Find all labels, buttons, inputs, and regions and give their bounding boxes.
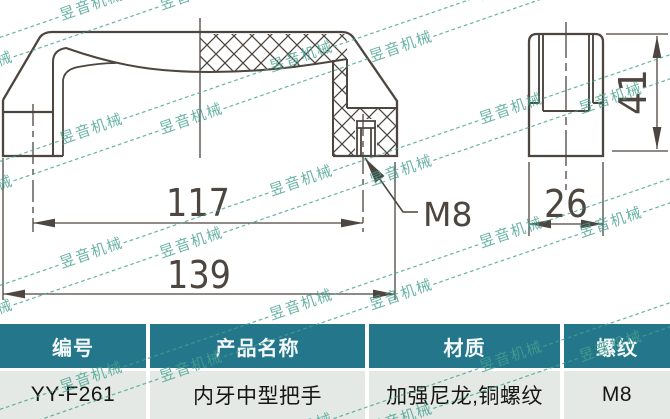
dim-26: 26 bbox=[528, 162, 604, 236]
dim-41-label: 41 bbox=[611, 69, 655, 115]
header-number: 编号 bbox=[0, 324, 146, 368]
cell-number: YY-F261 bbox=[0, 371, 146, 419]
dim-139-label: 139 bbox=[167, 253, 231, 297]
outer-contour bbox=[2, 30, 399, 158]
side-outer-contour bbox=[527, 32, 605, 158]
cell-product-name: 内牙中型把手 bbox=[150, 371, 365, 419]
dim-139: 139 bbox=[3, 253, 395, 299]
header-product-name: 产品名称 bbox=[150, 324, 365, 368]
product-spec-table: 编号 产品名称 材质 螺纹 YY-F261 内牙中型把手 加强尼龙,铜螺纹 M8 bbox=[0, 324, 670, 419]
handle-technical-drawing: 117 139 M8 bbox=[1, 18, 668, 300]
header-thread: 螺纹 bbox=[564, 324, 670, 368]
header-material: 材质 bbox=[369, 324, 560, 368]
thread-callout-label: M8 bbox=[423, 195, 472, 234]
side-view: 41 26 bbox=[527, 22, 668, 236]
right-leg-edges bbox=[332, 59, 397, 156]
insert-window bbox=[355, 119, 377, 156]
dim-41: 41 bbox=[606, 33, 668, 152]
section-hatch bbox=[200, 34, 397, 155]
dim-26-label: 26 bbox=[544, 182, 588, 226]
dim-117-label: 117 bbox=[166, 181, 230, 225]
leader-arrow bbox=[365, 158, 385, 183]
thread-callout: M8 bbox=[364, 157, 472, 234]
side-inner-lines bbox=[529, 34, 603, 112]
grip-underside-curve bbox=[52, 46, 348, 156]
left-foot bbox=[1, 100, 63, 158]
front-view: 117 139 M8 bbox=[1, 18, 472, 300]
threaded-insert bbox=[356, 120, 376, 156]
cell-thread: M8 bbox=[564, 371, 670, 419]
dim-117: 117 bbox=[33, 181, 363, 228]
cell-material: 加强尼龙,铜螺纹 bbox=[369, 371, 560, 419]
grip-underside-inner bbox=[62, 62, 117, 156]
